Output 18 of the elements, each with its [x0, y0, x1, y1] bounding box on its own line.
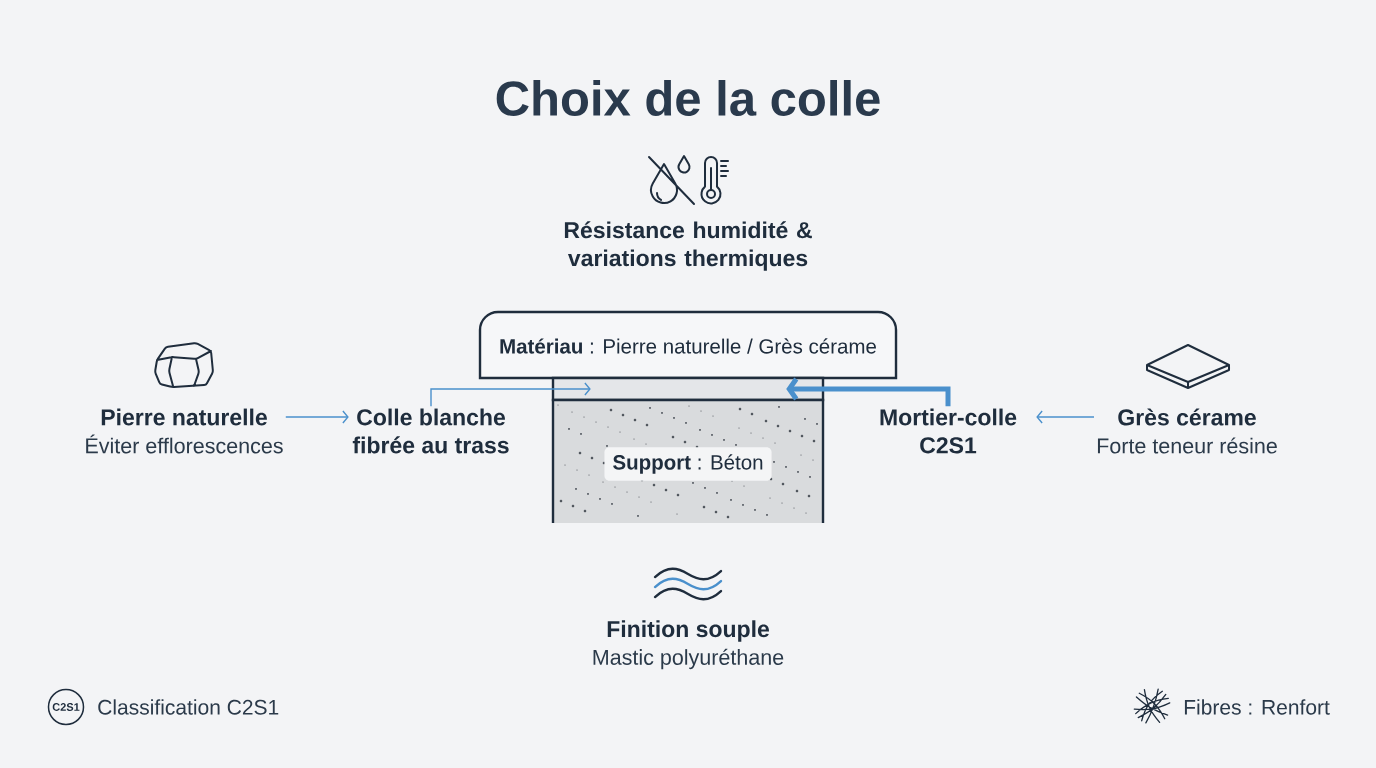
- material-box: Matériau : Pierre naturelle / Grès cérame: [478, 310, 898, 380]
- title: Choix de la colle: [496, 80, 880, 116]
- feature-label: Résistance humidité & variations thermiques: [564, 221, 812, 271]
- arrow: [430, 382, 591, 408]
- material-label: Grès cérame Forte teneur résine: [1097, 408, 1277, 454]
- arrow: [786, 377, 951, 407]
- legend-text: Fibres : Renfort: [1184, 699, 1330, 715]
- note-text: Mastic polyuréthane: [593, 648, 784, 670]
- feature-label: Finition souple: [607, 620, 769, 642]
- adhesive-label: Mortier-colle C2S1: [880, 408, 1017, 454]
- adhesive-label: Colle blanche fibrée au trass: [352, 408, 509, 454]
- arrow: [1036, 410, 1095, 424]
- concrete-block: Support : Béton: [551, 398, 825, 523]
- classification-badge: C2S1: [47, 688, 85, 726]
- material-label: Pierre naturelle Éviter efflorescences: [86, 408, 283, 454]
- legend-text: Classification C2S1: [98, 699, 279, 715]
- arrow: [285, 410, 349, 424]
- adhesive-layer: [551, 376, 825, 402]
